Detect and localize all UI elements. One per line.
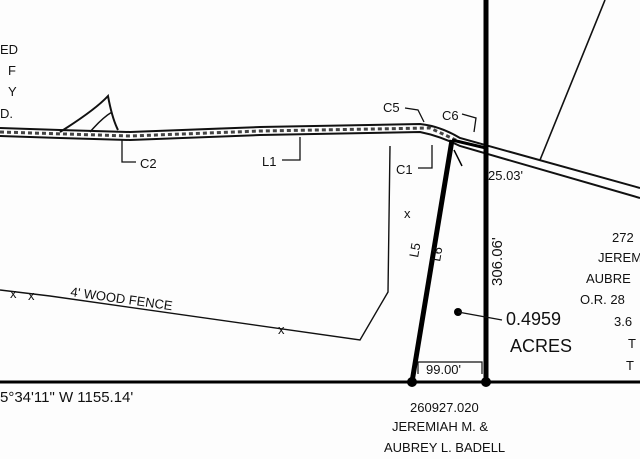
owner-line-2: AUBREY L. BADELL [384, 440, 505, 455]
right-note-2: JEREM [598, 250, 640, 265]
fence-x-4: x [404, 206, 411, 221]
c5-leader [404, 107, 425, 123]
left-note-4: D. [0, 106, 13, 121]
fence-label: 4' WOOD FENCE [70, 284, 174, 313]
c1-label: C1 [396, 162, 413, 177]
driveway-curve [59, 93, 119, 133]
dim-99-bracket [417, 361, 483, 374]
acreage-leader [457, 311, 503, 321]
c2-label: C2 [140, 156, 157, 171]
right-note-4: O.R. 28 [580, 292, 625, 307]
fence-x-1: x [10, 286, 17, 301]
owner-line-1: JEREMIAH M. & [392, 419, 488, 434]
property-line-l5 [409, 139, 455, 383]
right-note-7: T [626, 358, 634, 373]
road-centerline [0, 126, 461, 144]
c2-leader [121, 140, 136, 163]
road-edge-bottom [0, 130, 640, 199]
monument-sw [407, 377, 417, 387]
right-note-5: 3.6 [614, 314, 632, 329]
l1-leader [282, 137, 301, 161]
fence-x-3: x [278, 322, 285, 337]
c6-label: C6 [442, 108, 459, 123]
dim-306-label: 306.06' [489, 237, 506, 286]
right-note-6: T [628, 336, 636, 351]
acreage-value: 0.4959 [506, 309, 561, 329]
right-note-3: AUBRE [586, 271, 631, 286]
c6-leader [461, 113, 477, 133]
l5-label: L5 [406, 242, 423, 259]
left-note-2: F [8, 63, 16, 78]
left-note-3: Y [8, 84, 17, 99]
dim-99-label: 99.00' [426, 362, 461, 377]
property-line-l6-arrow [453, 149, 463, 167]
l1-label: L1 [262, 154, 276, 169]
property-line-l6 [451, 138, 487, 150]
parcel-id: 260927.020 [410, 400, 479, 415]
right-note-1: 272 [612, 230, 634, 245]
adjacent-boundary [539, 0, 606, 161]
c5-label: C5 [383, 100, 400, 115]
l6-label: L6 [428, 246, 445, 263]
driveway-curve-2 [89, 111, 113, 133]
dim-25-label: 25.03' [488, 168, 523, 183]
left-note-1: ED [0, 42, 18, 57]
c1-leader [418, 145, 433, 169]
road-edge-top [0, 122, 640, 189]
wood-fence-line [0, 145, 391, 341]
bearing-label: 5°34'11" W 1155.14' [0, 389, 133, 406]
acreage-unit: ACRES [510, 336, 572, 356]
fence-x-2: x [28, 288, 35, 303]
monument-se [481, 377, 491, 387]
